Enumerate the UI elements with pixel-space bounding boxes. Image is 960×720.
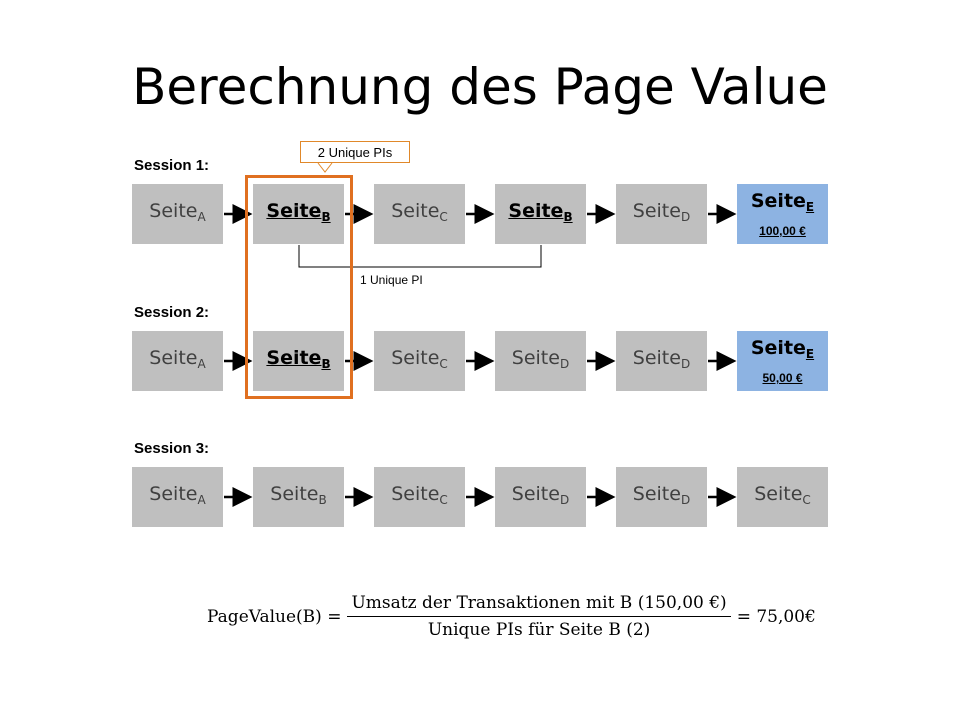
callout-unique-pis: 2 Unique PIs bbox=[300, 141, 410, 163]
page-subscript: C bbox=[439, 493, 448, 507]
highlight-frame bbox=[245, 175, 353, 399]
page-label: Seite bbox=[511, 347, 560, 369]
page-box-s2-3: SeiteC bbox=[374, 331, 465, 391]
page-name: SeiteC bbox=[391, 347, 448, 375]
session-1-label: Session 1: bbox=[134, 157, 210, 174]
page-subscript: D bbox=[680, 210, 691, 224]
page-box-s1-1: SeiteA bbox=[132, 184, 223, 244]
page-label: Seite bbox=[632, 483, 681, 505]
page-box-s2-4: SeiteD bbox=[495, 331, 586, 391]
page-name: SeiteE bbox=[751, 190, 814, 218]
page-name: SeiteC bbox=[754, 483, 811, 511]
page-label: Seite bbox=[391, 200, 440, 222]
page-box-s3-4: SeiteD bbox=[495, 467, 586, 527]
page-box-s2-2: SeiteB bbox=[253, 331, 344, 391]
page-label: Seite bbox=[750, 190, 806, 212]
page-title: Berechnung des Page Value bbox=[132, 58, 828, 116]
page-name: SeiteA bbox=[149, 347, 205, 375]
page-box-s1-3: SeiteC bbox=[374, 184, 465, 244]
page-subscript: B bbox=[318, 493, 327, 507]
page-label: Seite bbox=[391, 483, 440, 505]
page-name: SeiteE bbox=[751, 337, 814, 365]
page-label: Seite bbox=[266, 347, 322, 369]
page-box-s3-1: SeiteA bbox=[132, 467, 223, 527]
page-subscript: E bbox=[805, 200, 815, 214]
page-subscript: B bbox=[321, 210, 331, 224]
page-box-s3-2: SeiteB bbox=[253, 467, 344, 527]
page-label: Seite bbox=[149, 347, 198, 369]
page-box-s3-3: SeiteC bbox=[374, 467, 465, 527]
page-subscript: C bbox=[439, 357, 448, 371]
page-label: Seite bbox=[750, 337, 806, 359]
session-3-label: Session 3: bbox=[134, 440, 210, 457]
session-2-label: Session 2: bbox=[134, 304, 210, 321]
page-box-s2-5: SeiteD bbox=[616, 331, 707, 391]
page-name: SeiteC bbox=[391, 200, 448, 228]
page-name: SeiteD bbox=[512, 483, 569, 511]
page-subscript: C bbox=[439, 210, 448, 224]
page-subscript: A bbox=[197, 493, 206, 507]
page-value-formula: PageValue(B) = Umsatz der Transaktionen … bbox=[207, 593, 816, 640]
page-label: Seite bbox=[149, 200, 198, 222]
page-name: SeiteA bbox=[149, 200, 205, 228]
page-box-s2-1: SeiteA bbox=[132, 331, 223, 391]
page-name: SeiteC bbox=[391, 483, 448, 511]
flow-arrows bbox=[224, 204, 737, 507]
page-name: SeiteD bbox=[633, 483, 690, 511]
transaction-amount: 100,00 € bbox=[759, 224, 806, 238]
formula-numerator: Umsatz der Transaktionen mit B (150,00 €… bbox=[347, 593, 731, 617]
page-name: SeiteB bbox=[508, 200, 572, 228]
unique-pi-bracket bbox=[298, 245, 542, 268]
page-label: Seite bbox=[508, 200, 564, 222]
page-subscript: D bbox=[559, 357, 570, 371]
page-box-s1-6: SeiteE 100,00 € bbox=[737, 184, 828, 244]
page-name: SeiteA bbox=[149, 483, 205, 511]
page-subscript: A bbox=[197, 357, 206, 371]
page-label: Seite bbox=[149, 483, 198, 505]
bracket-label: 1 Unique PI bbox=[360, 273, 423, 287]
transaction-amount: 50,00 € bbox=[762, 371, 803, 385]
page-box-s1-5: SeiteD bbox=[616, 184, 707, 244]
page-box-s3-5: SeiteD bbox=[616, 467, 707, 527]
page-subscript: E bbox=[805, 347, 815, 361]
page-name: SeiteD bbox=[633, 347, 690, 375]
page-label: Seite bbox=[754, 483, 803, 505]
page-box-s1-4: SeiteB bbox=[495, 184, 586, 244]
formula-lhs: PageValue(B) = bbox=[207, 606, 342, 627]
page-subscript: B bbox=[321, 357, 331, 371]
page-subscript: C bbox=[802, 493, 811, 507]
page-label: Seite bbox=[270, 483, 319, 505]
formula-rhs: = 75,00€ bbox=[736, 606, 816, 627]
page-subscript: D bbox=[680, 357, 691, 371]
page-name: SeiteB bbox=[266, 200, 330, 228]
page-box-s3-6: SeiteC bbox=[737, 467, 828, 527]
callout-pointer bbox=[317, 162, 333, 173]
page-subscript: D bbox=[680, 493, 691, 507]
page-label: Seite bbox=[266, 200, 322, 222]
page-name: SeiteD bbox=[633, 200, 690, 228]
page-label: Seite bbox=[511, 483, 560, 505]
page-label: Seite bbox=[632, 347, 681, 369]
page-box-s1-2: SeiteB bbox=[253, 184, 344, 244]
page-name: SeiteD bbox=[512, 347, 569, 375]
page-label: Seite bbox=[391, 347, 440, 369]
page-label: Seite bbox=[632, 200, 681, 222]
page-name: SeiteB bbox=[270, 483, 326, 511]
page-subscript: A bbox=[197, 210, 206, 224]
page-name: SeiteB bbox=[266, 347, 330, 375]
formula-fraction: Umsatz der Transaktionen mit B (150,00 €… bbox=[347, 593, 731, 640]
page-subscript: B bbox=[563, 210, 573, 224]
formula-denominator: Unique PIs für Seite B (2) bbox=[427, 620, 651, 640]
page-subscript: D bbox=[559, 493, 570, 507]
